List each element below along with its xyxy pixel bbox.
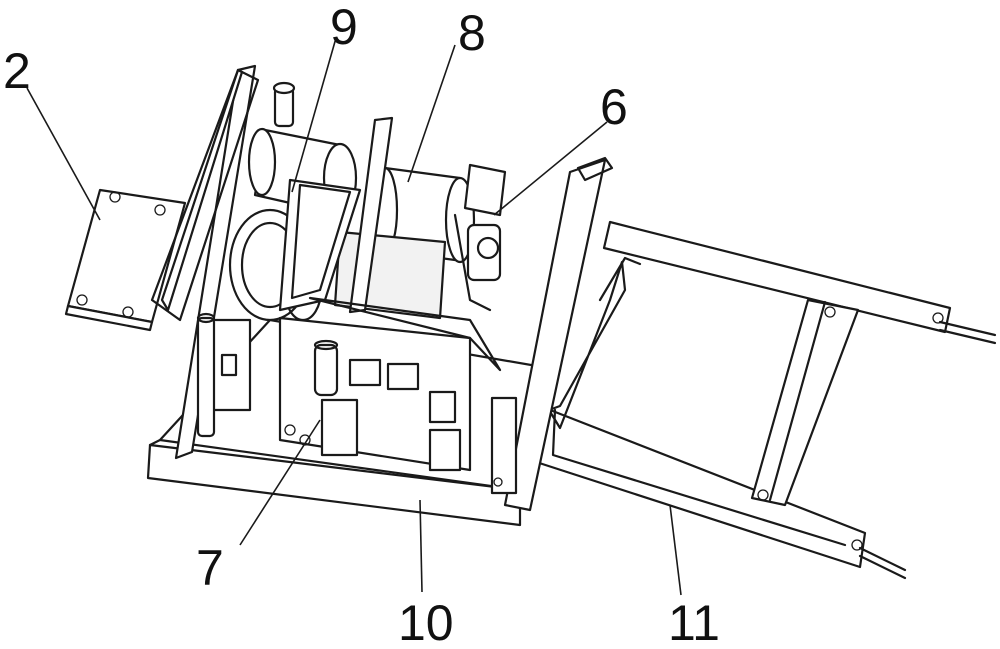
part-6-bracket [453,163,507,312]
leader-7 [239,419,321,546]
leader-11 [669,504,682,596]
label-7: 7 [196,540,224,596]
label-9: 9 [330,0,358,55]
reference-numerals: 2 9 8 6 7 10 11 [3,0,720,649]
right-upright-plate [503,156,614,512]
middle-divider-plate [348,116,394,314]
label-2: 2 [3,43,31,99]
label-8: 8 [458,5,486,61]
left-upright-plate [150,64,260,460]
leader-10 [419,499,423,593]
label-10: 10 [398,595,454,649]
part-11-frame [528,220,997,580]
label-6: 6 [600,79,628,135]
label-11: 11 [668,595,720,649]
part-7-control-board [196,296,518,495]
leader-9 [291,37,337,193]
leader-8 [407,44,456,183]
part-9-pulley [228,178,362,322]
leader-2 [26,87,101,221]
leader-6 [493,121,608,216]
leader-lines [26,37,682,596]
